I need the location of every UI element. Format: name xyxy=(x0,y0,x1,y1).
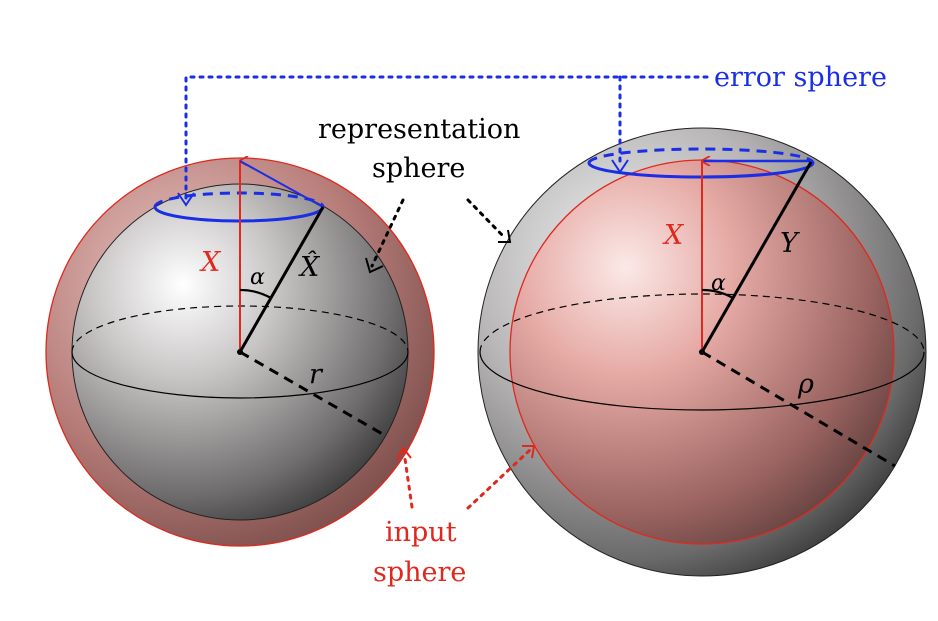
right-angle-arc xyxy=(701,288,734,299)
input-pointer-left xyxy=(402,450,414,509)
representation-label-line1: representation xyxy=(318,114,520,145)
left-alpha-label: α xyxy=(250,265,265,290)
input-label-line1: input xyxy=(385,517,457,548)
right-y-label: Y xyxy=(780,228,800,259)
error-arrowhead-right xyxy=(611,159,629,174)
input-label-line2: sphere xyxy=(373,557,466,588)
right-x-label: X xyxy=(662,220,685,251)
right-sphere-group: X Y α ρ xyxy=(477,127,927,577)
left-center-dot xyxy=(237,349,243,355)
left-sphere-group: X X̂ α r xyxy=(45,158,435,547)
error-arrowhead-left xyxy=(177,192,195,207)
error-sphere-connector xyxy=(184,75,709,200)
left-radius-label: r xyxy=(309,359,324,390)
right-rho-label: ρ xyxy=(797,369,814,400)
representation-arrow-right xyxy=(498,229,512,243)
right-radius-line xyxy=(701,350,896,468)
representation-pointer-left xyxy=(370,198,405,268)
representation-pointer-right xyxy=(466,198,507,240)
left-angle-arc xyxy=(239,288,272,299)
representation-label-line2: sphere xyxy=(372,153,465,184)
representation-arrow-left xyxy=(365,257,384,274)
right-equator-back xyxy=(479,293,925,353)
input-arrow-left xyxy=(396,446,412,461)
input-arrow-right xyxy=(522,445,536,459)
left-equator-front xyxy=(71,351,409,399)
left-xhat-vector xyxy=(238,206,325,353)
right-y-vector xyxy=(700,161,813,353)
left-blue-segment xyxy=(239,160,324,208)
input-pointer-right xyxy=(466,448,532,510)
right-alpha-label: α xyxy=(711,271,726,296)
error-sphere-label: error sphere xyxy=(714,62,887,93)
left-radius-line xyxy=(239,350,387,438)
right-center-dot xyxy=(699,349,705,355)
left-x-label: X xyxy=(199,247,222,278)
right-equator-front xyxy=(479,351,925,411)
left-xhat-label: X̂ xyxy=(298,250,321,283)
